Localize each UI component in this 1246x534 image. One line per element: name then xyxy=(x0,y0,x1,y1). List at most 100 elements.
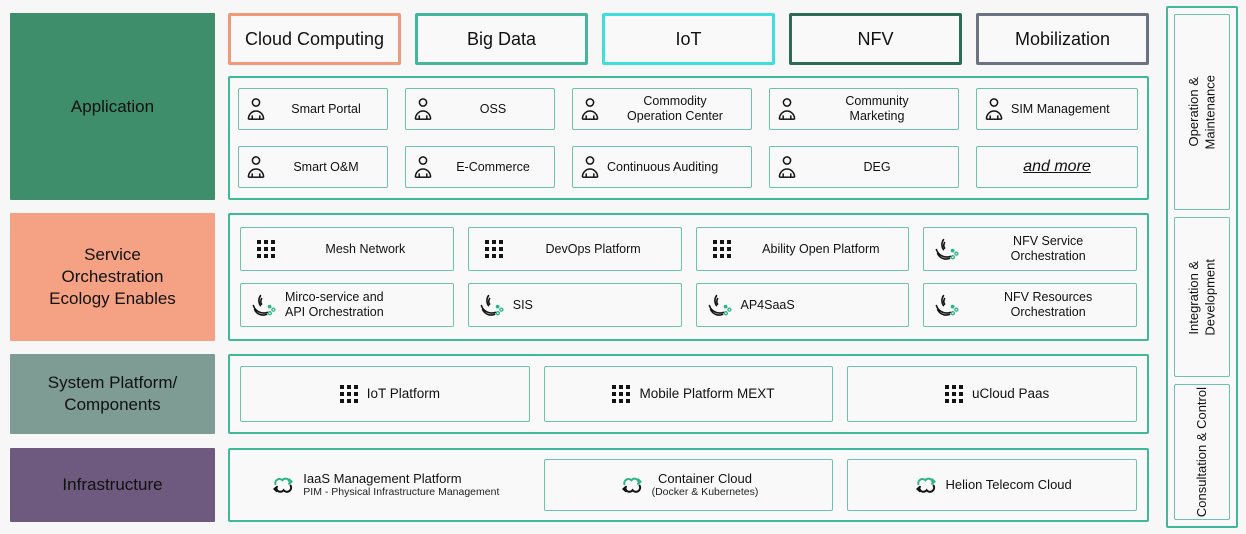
app-item-e-commerce[interactable]: E-Commerce xyxy=(405,146,555,188)
cloud-icon xyxy=(619,474,645,496)
person-icon xyxy=(245,155,267,179)
svc-item-devops-platform[interactable]: DevOps Platform xyxy=(467,227,682,271)
infrastructure-item-grid: IaaS Management Platform PIM - Physical … xyxy=(240,459,1137,511)
app-item-deg[interactable]: DEG xyxy=(769,146,959,188)
orchestration-icon xyxy=(934,237,960,261)
svc-item-label: Mesh Network xyxy=(325,241,406,256)
svc-item-label: Mirco-service and API Orchestration xyxy=(285,290,384,319)
sys-item-label: Mobile Platform MEXT xyxy=(639,386,775,402)
person-icon xyxy=(983,97,1005,121)
sys-item-label: uCloud Paas xyxy=(972,386,1050,402)
svc-item-sis[interactable]: SIS xyxy=(467,283,682,327)
inf-item-subtitle: (Docker & Kubernetes) xyxy=(651,486,759,499)
person-icon xyxy=(776,155,798,179)
svc-item-label: NFV Service Orchestration xyxy=(1010,234,1086,263)
svc-item-label: DevOps Platform xyxy=(545,241,641,256)
tab-label: NFV xyxy=(857,28,894,49)
tab-label: IoT xyxy=(675,28,702,49)
layer-label-service: Service Orchestration Ecology Enables xyxy=(10,213,215,341)
inf-item-text: Helion Telecom Cloud xyxy=(946,477,1072,492)
orchestration-icon xyxy=(707,293,733,317)
cloud-icon xyxy=(270,474,296,496)
app-item-label: Community Marketing xyxy=(845,94,909,123)
rail-item-consultation-control[interactable]: Consultation & Control xyxy=(1174,384,1230,520)
svc-item-label: SIS xyxy=(512,297,533,312)
app-item-sim-management[interactable]: SIM Management xyxy=(976,88,1138,130)
svc-item-ability-open-platform[interactable]: Ability Open Platform xyxy=(695,227,910,271)
orchestration-icon xyxy=(934,293,960,317)
app-item-and-more[interactable]: and more xyxy=(976,146,1138,188)
app-item-smart-portal[interactable]: Smart Portal xyxy=(238,88,388,130)
sys-item-mobile-platform-mext[interactable]: Mobile Platform MEXT xyxy=(543,366,834,422)
svc-item-nfv-service-orchestration[interactable]: NFV Service Orchestration xyxy=(923,227,1137,271)
lifecycle-rail: Operation & Maintenance Integration & De… xyxy=(1166,6,1238,528)
inf-item-title: Helion Telecom Cloud xyxy=(945,477,1072,493)
inf-item-subtitle: PIM - Physical Infrastructure Management xyxy=(303,486,500,499)
layer-label-text: Infrastructure xyxy=(62,475,163,495)
layer-label-text: Service Orchestration Ecology Enables xyxy=(49,245,176,308)
person-icon xyxy=(412,155,434,179)
tab-big-data[interactable]: Big Data xyxy=(415,13,588,65)
app-item-label: OSS xyxy=(479,101,507,116)
cloud-icon xyxy=(913,474,939,496)
app-item-continuous-auditing[interactable]: Continuous Auditing xyxy=(572,146,752,188)
dots-grid-icon xyxy=(945,384,964,404)
inf-item-iaas-management-platform[interactable]: IaaS Management Platform PIM - Physical … xyxy=(240,459,530,511)
dots-grid-icon xyxy=(612,384,631,404)
app-item-smart-oam[interactable]: Smart O&M xyxy=(238,146,388,188)
person-icon xyxy=(579,155,601,179)
app-item-label: SIM Management xyxy=(1011,101,1110,116)
inf-item-title: IaaS Management Platform xyxy=(303,471,462,487)
app-item-community-marketing[interactable]: Community Marketing xyxy=(769,88,959,130)
svc-item-label: NFV Resources Orchestration xyxy=(1004,290,1093,319)
person-icon xyxy=(579,97,601,121)
dots-grid-icon xyxy=(257,239,276,259)
inf-item-title: Container Cloud xyxy=(658,471,752,487)
sys-item-label: IoT Platform xyxy=(366,386,440,402)
inf-item-text: IaaS Management Platform PIM - Physical … xyxy=(303,471,499,499)
svc-item-micro-service-api-orchestration[interactable]: Mirco-service and API Orchestration xyxy=(240,283,454,327)
system-item-grid: IoT Platform Mobile Platform MEXT uCloud… xyxy=(240,366,1137,422)
tab-label: Cloud Computing xyxy=(244,28,385,49)
sys-item-iot-platform[interactable]: IoT Platform xyxy=(240,366,530,422)
app-item-label: and more xyxy=(1023,157,1091,175)
tab-label: Mobilization xyxy=(1014,28,1111,49)
app-item-oss[interactable]: OSS xyxy=(405,88,555,130)
svc-item-nfv-resources-orchestration[interactable]: NFV Resources Orchestration xyxy=(923,283,1137,327)
svc-item-ap4saas[interactable]: AP4SaaS xyxy=(695,283,910,327)
sys-item-ucloud-paas[interactable]: uCloud Paas xyxy=(847,366,1137,422)
application-item-grid: Smart Portal OSS Commodity Operation Cen… xyxy=(238,88,1139,188)
svc-item-label: Ability Open Platform xyxy=(762,241,880,256)
rail-item-label: Integration & Development xyxy=(1185,258,1217,336)
layer-label-application: Application xyxy=(10,13,215,200)
app-item-label: Smart Portal xyxy=(291,101,361,116)
person-icon xyxy=(412,97,434,121)
layer-label-system: System Platform/ Components xyxy=(10,354,215,434)
person-icon xyxy=(776,97,798,121)
layer-label-text: Application xyxy=(70,96,155,116)
app-item-label: Continuous Auditing xyxy=(607,159,719,174)
dots-grid-icon xyxy=(339,384,359,404)
svc-item-label: AP4SaaS xyxy=(740,297,795,312)
domain-tab-row: Cloud Computing Big Data IoT NFV Mobiliz… xyxy=(228,13,1149,65)
tab-nfv[interactable]: NFV xyxy=(789,13,962,65)
inf-item-text: Container Cloud (Docker & Kubernetes) xyxy=(652,471,759,499)
inf-item-container-cloud[interactable]: Container Cloud (Docker & Kubernetes) xyxy=(543,459,834,511)
rail-item-operation-maintenance[interactable]: Operation & Maintenance xyxy=(1174,14,1230,210)
tab-iot[interactable]: IoT xyxy=(602,13,775,65)
app-item-label: Smart O&M xyxy=(293,159,359,174)
app-item-label: Commodity Operation Center xyxy=(627,94,723,123)
app-item-label: DEG xyxy=(863,159,891,174)
orchestration-icon xyxy=(479,293,505,317)
tab-cloud-computing[interactable]: Cloud Computing xyxy=(228,13,401,65)
tab-mobilization[interactable]: Mobilization xyxy=(976,13,1149,65)
rail-item-label: Consultation & Control xyxy=(1193,386,1209,518)
person-icon xyxy=(245,97,267,121)
svc-item-mesh-network[interactable]: Mesh Network xyxy=(240,227,454,271)
inf-item-helion-telecom-cloud[interactable]: Helion Telecom Cloud xyxy=(847,459,1137,511)
layer-label-infrastructure: Infrastructure xyxy=(10,448,215,522)
rail-item-integration-development[interactable]: Integration & Development xyxy=(1174,217,1230,377)
tab-label: Big Data xyxy=(466,28,537,49)
app-item-commodity-operation-center[interactable]: Commodity Operation Center xyxy=(572,88,752,130)
